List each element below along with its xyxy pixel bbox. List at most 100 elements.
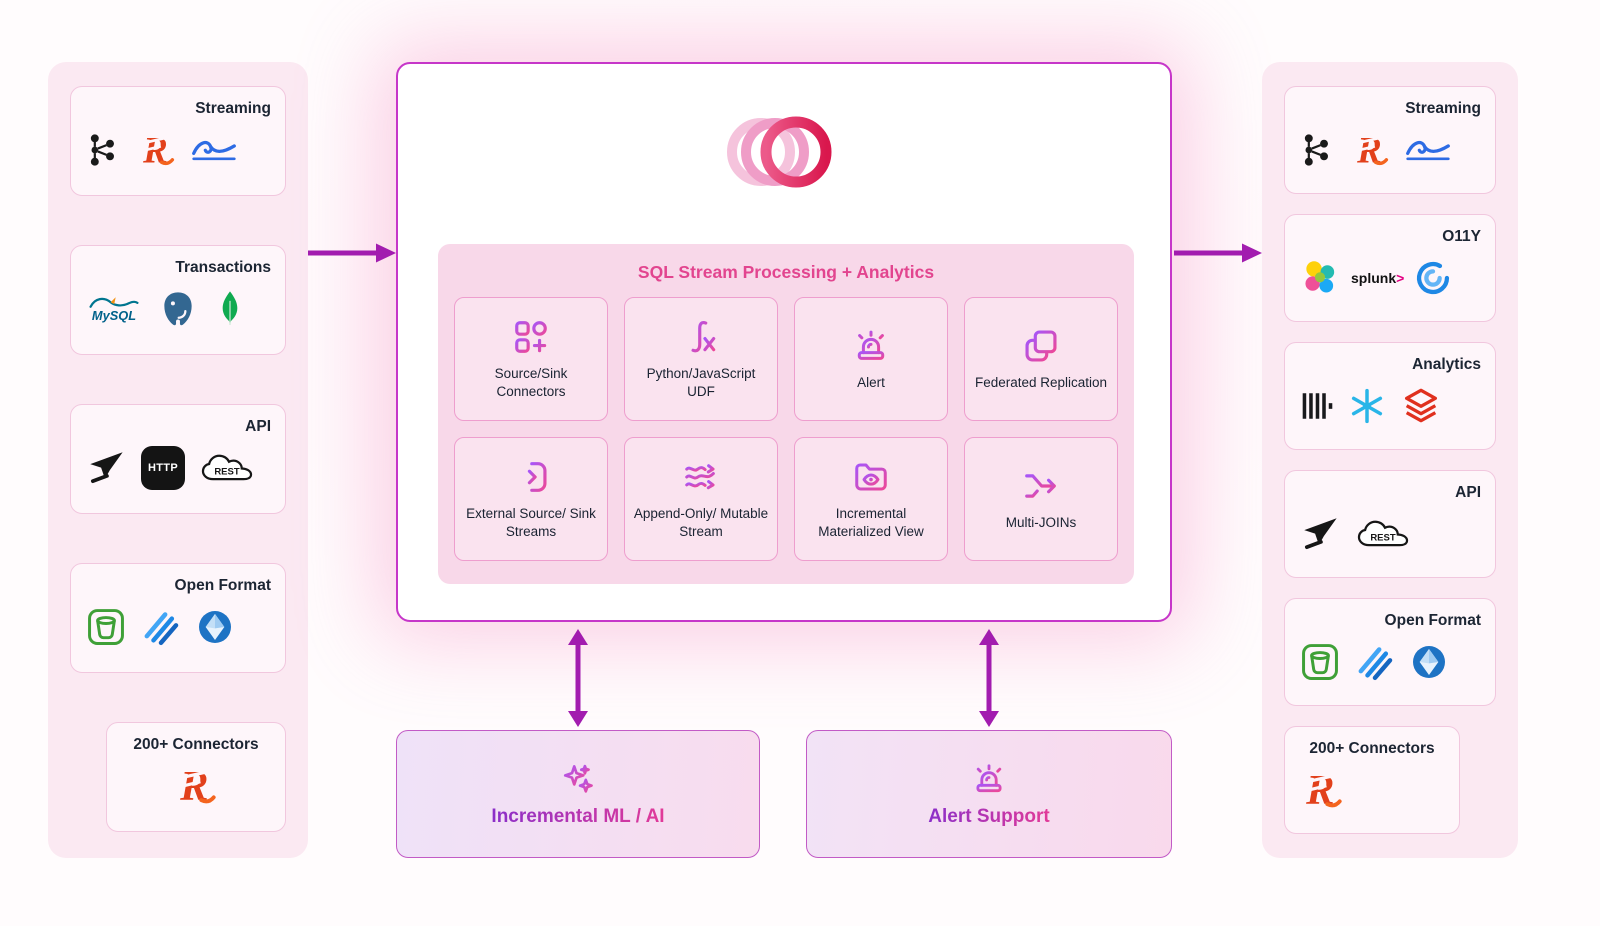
redpanda-icon: R: [1351, 130, 1391, 170]
mysql-icon: MySQL: [85, 293, 143, 325]
group-label-connectors: 200+ Connectors: [1309, 740, 1435, 757]
arrow-center-ml-bidirectional: [568, 629, 588, 727]
icons-row: [1299, 637, 1481, 687]
tile-label: Python/JavaScript UDF: [646, 365, 756, 399]
redpanda-icon: R: [137, 130, 177, 170]
tile-label: Append-Only/ Mutable Stream: [633, 505, 769, 539]
databricks-icon: [1401, 386, 1441, 426]
group-label-api: API: [245, 418, 271, 435]
tile-label: Federated Replication: [974, 374, 1108, 390]
tile-label: Multi-JOINs: [1005, 514, 1077, 530]
left-group-transactions: Transactions MySQL: [70, 245, 286, 355]
tile-label: Source/Sink Connectors: [494, 365, 568, 399]
right-group-open-format: Open Format: [1284, 598, 1496, 706]
iceberg-icon: [1409, 642, 1449, 682]
sql-processing-card: SQL Stream Processing + Analytics Source…: [438, 244, 1134, 584]
api-glyph-icon: [85, 447, 127, 489]
clickhouse-icon: [1299, 388, 1333, 424]
group-label-transactions: Transactions: [175, 259, 271, 276]
tile-udf: Python/JavaScript UDF: [624, 297, 778, 421]
icons-row: R: [121, 761, 271, 811]
concentric-rings-logo: [723, 110, 845, 194]
icons-row: R: [1299, 765, 1445, 815]
right-group-analytics: Analytics: [1284, 342, 1496, 450]
multi-joins-icon: [1022, 467, 1060, 505]
tile-multi-joins: Multi-JOINs: [964, 437, 1118, 561]
splunk-text: splunk: [1351, 270, 1397, 286]
kafka-icon: [1299, 131, 1337, 169]
alert-siren-icon: [852, 327, 890, 365]
group-label-streaming: Streaming: [1405, 100, 1481, 117]
splunk-wordmark: splunk>: [1351, 270, 1404, 286]
icons-row: MySQL: [85, 284, 271, 334]
external-streams-icon: [512, 458, 550, 496]
icons-row: splunk>: [1299, 253, 1481, 303]
elastic-icon: [1299, 257, 1341, 299]
tile-label: Alert: [857, 374, 885, 390]
group-label-streaming: Streaming: [195, 100, 271, 117]
right-group-connectors: 200+ Connectors R: [1284, 726, 1460, 834]
ml-card-label: Incremental ML / AI: [491, 805, 665, 827]
right-sinks-panel: Streaming R O11Y splunk>: [1262, 62, 1518, 858]
tile-source-sink-connectors: Source/Sink Connectors: [454, 297, 608, 421]
logo-wrap: [398, 110, 1170, 194]
tile-federated-replication: Federated Replication: [964, 297, 1118, 421]
icons-row: [85, 602, 271, 652]
tile-external-streams: External Source/ Sink Streams: [454, 437, 608, 561]
arrow-center-alert-bidirectional: [979, 629, 999, 727]
group-label-o11y: O11Y: [1442, 228, 1481, 245]
right-group-o11y: O11Y splunk>: [1284, 214, 1496, 322]
rest-cloud-icon: REST: [199, 449, 255, 487]
alert-card-label: Alert Support: [928, 805, 1050, 827]
tile-incremental-mv: Incremental Materialized View: [794, 437, 948, 561]
redpanda-icon: R: [173, 763, 219, 809]
kafka-icon: [85, 131, 123, 169]
delta-lake-icon: [141, 607, 181, 647]
iceberg-icon: [195, 607, 235, 647]
group-label-api: API: [1455, 484, 1481, 501]
left-group-api: API HTTP REST: [70, 404, 286, 514]
postgresql-icon: [157, 288, 199, 330]
rest-label: REST: [1370, 533, 1396, 544]
sparkles-icon: [560, 761, 596, 797]
append-stream-icon: [682, 458, 720, 496]
delta-lake-icon: [1355, 642, 1395, 682]
incremental-ml-ai-card: Incremental ML / AI: [396, 730, 760, 858]
rest-cloud-icon: REST: [1355, 515, 1411, 553]
feature-tiles-grid: Source/Sink Connectors Python/JavaScript…: [454, 297, 1118, 561]
sql-card-title: SQL Stream Processing + Analytics: [637, 262, 935, 282]
right-group-api: API REST: [1284, 470, 1496, 578]
left-sources-panel: Streaming R Transactions MySQL: [48, 62, 308, 858]
splunk-arrow: >: [1396, 270, 1405, 286]
bucket-icon: [85, 606, 127, 648]
bucket-icon: [1299, 641, 1341, 683]
left-group-streaming: Streaming R: [70, 86, 286, 196]
arrow-left-to-center: [308, 243, 396, 263]
icons-row: HTTP REST: [85, 443, 271, 493]
tile-append-only-stream: Append-Only/ Mutable Stream: [624, 437, 778, 561]
left-group-open-format: Open Format: [70, 563, 286, 673]
rest-label: REST: [214, 467, 240, 478]
swirl-icon: [1414, 259, 1452, 297]
tile-label: External Source/ Sink Streams: [466, 505, 596, 539]
icons-row: R: [1299, 125, 1481, 175]
materialized-view-icon: [852, 458, 890, 496]
group-label-analytics: Analytics: [1412, 356, 1481, 373]
mongodb-icon: [213, 290, 247, 328]
udf-icon: [682, 318, 720, 356]
http-icon: HTTP: [141, 446, 185, 490]
tile-alert: Alert: [794, 297, 948, 421]
right-group-streaming: Streaming R: [1284, 86, 1496, 194]
group-label-open-format: Open Format: [1384, 612, 1481, 629]
alert-siren-icon: [971, 761, 1007, 797]
pulsar-wave-icon: [191, 135, 237, 165]
group-label-connectors: 200+ Connectors: [133, 736, 259, 753]
snowflake-icon: [1347, 386, 1387, 426]
tile-label: Incremental Materialized View: [818, 505, 924, 539]
icons-row: [1299, 381, 1481, 431]
connectors-icon: [512, 318, 550, 356]
http-label: HTTP: [148, 462, 178, 474]
left-group-connectors: 200+ Connectors R: [106, 722, 286, 832]
icons-row: REST: [1299, 509, 1481, 559]
